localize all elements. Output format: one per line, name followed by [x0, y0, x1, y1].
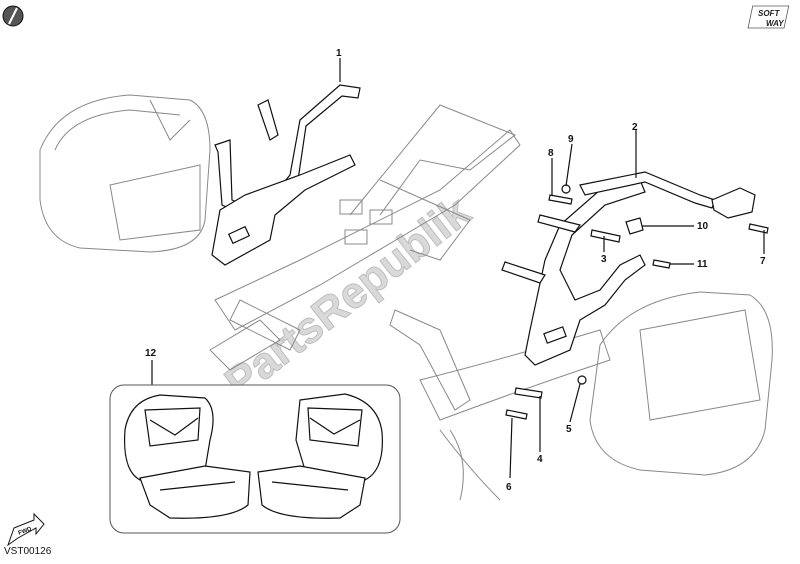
part-11-screw	[652, 259, 671, 269]
part-10-spacer	[625, 217, 644, 235]
part-8-bolt	[548, 194, 573, 205]
part-6-bolt	[505, 409, 528, 420]
callout-5: 5	[566, 424, 572, 435]
rear-subframe-ghost	[209, 104, 611, 501]
top-left-symbol-icon	[2, 5, 24, 27]
callout-1: 1	[336, 48, 342, 59]
callout-2: 2	[632, 122, 638, 133]
callout-7: 7	[760, 256, 766, 267]
part-1-left-rack	[211, 84, 361, 266]
callout-12: 12	[145, 348, 157, 359]
part-5-washer	[577, 375, 587, 385]
part-4-bolt	[514, 387, 543, 399]
logo-text-line-1: SOFT	[758, 9, 780, 18]
part-12-inner-bags-inset	[109, 384, 401, 534]
diagram-code: VST00126	[4, 546, 52, 557]
callout-9: 9	[568, 134, 574, 145]
fwd-arrow-icon: FWD	[7, 512, 45, 547]
leader-lines	[151, 58, 765, 479]
callout-8: 8	[548, 148, 554, 159]
hardware-parts	[505, 184, 769, 420]
right-saddlebag-ghost	[449, 291, 773, 501]
part-3-bolt	[590, 229, 621, 243]
callout-labels: 1 2 3 4 5 6 7 8 9 10 11 12	[145, 48, 766, 493]
part-2-right-rack	[501, 171, 756, 366]
logo-text-line-2: WAY	[766, 19, 784, 28]
part-7-screw	[748, 223, 769, 234]
callout-10: 10	[697, 221, 709, 232]
callout-6: 6	[506, 482, 512, 493]
fwd-label: FWD	[18, 526, 34, 537]
part-9-washer	[561, 184, 571, 194]
left-saddlebag-ghost	[39, 94, 211, 253]
callout-11: 11	[697, 259, 708, 270]
soft-way-logo: SOFT WAY	[747, 5, 790, 29]
callout-4: 4	[537, 454, 543, 465]
callout-3: 3	[601, 254, 607, 265]
